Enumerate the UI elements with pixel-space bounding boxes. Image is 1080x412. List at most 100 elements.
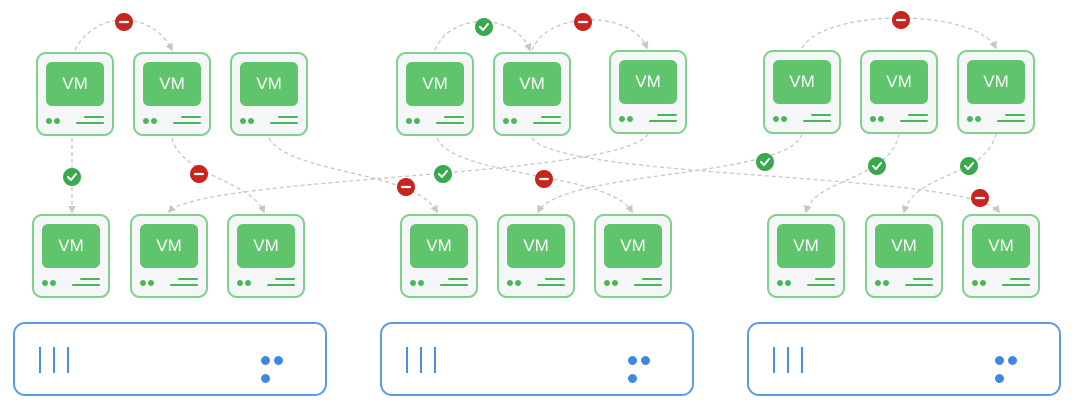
drive-slot-icon <box>278 116 298 118</box>
drive-slot-icon <box>270 122 298 124</box>
vm-screen: VM <box>140 224 198 268</box>
minus-icon <box>892 11 910 29</box>
vm-screen: VM <box>410 224 468 268</box>
drive-slot-icon <box>84 116 104 118</box>
host-server-2 <box>380 322 694 396</box>
drive-slot-icon <box>440 284 468 286</box>
status-leds-icon <box>619 116 635 122</box>
status-leds-icon <box>967 116 983 122</box>
server-bars-icon <box>406 347 446 373</box>
drive-slot-icon <box>72 284 100 286</box>
drive-slot-icon <box>448 278 468 280</box>
connection-line-t2b-b3c <box>531 137 1000 214</box>
minus-icon <box>397 178 415 196</box>
drive-slot-icon <box>905 284 933 286</box>
vm-screen: VM <box>240 62 298 106</box>
drive-slot-icon <box>533 122 561 124</box>
vm-screen: VM <box>507 224 565 268</box>
more-dots-icon <box>995 356 1033 383</box>
status-leds-icon <box>972 280 988 286</box>
drive-slot-icon <box>80 278 100 280</box>
status-leds-icon <box>46 118 62 124</box>
vm-screen: VM <box>143 62 201 106</box>
vm-screen: VM <box>503 62 561 106</box>
connection-line-t1a-t1b <box>74 19 173 52</box>
server-bars-icon <box>773 347 813 373</box>
drive-slot-icon <box>267 284 295 286</box>
host-server-1 <box>13 322 327 396</box>
connection-line-t2c-b1b <box>167 133 649 214</box>
vm-b1c: VM <box>227 214 305 298</box>
drive-slot-icon <box>173 122 201 124</box>
minus-icon <box>535 170 553 188</box>
vm-t2b: VM <box>493 52 571 136</box>
drive-slot-icon <box>649 120 677 122</box>
drive-slot-icon <box>815 278 835 280</box>
check-icon <box>756 153 774 171</box>
vm-screen: VM <box>406 62 464 106</box>
check-icon <box>63 168 81 186</box>
drive-slot-icon <box>545 278 565 280</box>
vm-t1c: VM <box>230 52 308 136</box>
connection-line-t1c-b2a <box>268 137 438 214</box>
minus-icon <box>115 13 133 31</box>
vm-b2a: VM <box>400 214 478 298</box>
check-icon <box>434 165 452 183</box>
minus-icon <box>574 13 592 31</box>
drive-slot-icon <box>997 120 1025 122</box>
drive-slot-icon <box>634 284 662 286</box>
drive-slot-icon <box>170 284 198 286</box>
status-leds-icon <box>604 280 620 286</box>
vm-b2c: VM <box>594 214 672 298</box>
status-leds-icon <box>773 116 789 122</box>
vm-screen: VM <box>773 60 831 104</box>
status-leds-icon <box>406 118 422 124</box>
connection-line-t3a-b2b <box>537 133 803 214</box>
more-dots-icon <box>628 356 666 383</box>
drive-slot-icon <box>444 116 464 118</box>
status-leds-icon <box>870 116 886 122</box>
status-leds-icon <box>410 280 426 286</box>
minus-icon <box>190 165 208 183</box>
status-leds-icon <box>237 280 253 286</box>
vm-b3b: VM <box>865 214 943 298</box>
vm-screen: VM <box>46 62 104 106</box>
drive-slot-icon <box>1010 278 1030 280</box>
drive-slot-icon <box>803 120 831 122</box>
status-leds-icon <box>143 118 159 124</box>
drive-slot-icon <box>900 120 928 122</box>
vm-t2c: VM <box>609 50 687 134</box>
vm-t1b: VM <box>133 52 211 136</box>
vm-b1b: VM <box>130 214 208 298</box>
drive-slot-icon <box>811 114 831 116</box>
drive-slot-icon <box>275 278 295 280</box>
status-leds-icon <box>140 280 156 286</box>
vm-screen: VM <box>42 224 100 268</box>
vm-t3c: VM <box>957 50 1035 134</box>
drive-slot-icon <box>541 116 561 118</box>
status-leds-icon <box>777 280 793 286</box>
drive-slot-icon <box>181 116 201 118</box>
vm-screen: VM <box>967 60 1025 104</box>
status-leds-icon <box>240 118 256 124</box>
drive-slot-icon <box>436 122 464 124</box>
drive-slot-icon <box>537 284 565 286</box>
vm-b3c: VM <box>962 214 1040 298</box>
vm-t1a: VM <box>36 52 114 136</box>
drive-slot-icon <box>642 278 662 280</box>
more-dots-icon <box>261 356 299 383</box>
connection-line-t3b-b3a <box>803 133 900 214</box>
status-leds-icon <box>875 280 891 286</box>
server-bars-icon <box>39 347 79 373</box>
host-server-3 <box>747 322 1061 396</box>
vm-screen: VM <box>237 224 295 268</box>
minus-icon <box>971 189 989 207</box>
connection-line-t2a-b2c <box>436 137 633 214</box>
vm-b2b: VM <box>497 214 575 298</box>
vm-t2a: VM <box>396 52 474 136</box>
vm-b1a: VM <box>32 214 110 298</box>
vm-screen: VM <box>604 224 662 268</box>
drive-slot-icon <box>807 284 835 286</box>
